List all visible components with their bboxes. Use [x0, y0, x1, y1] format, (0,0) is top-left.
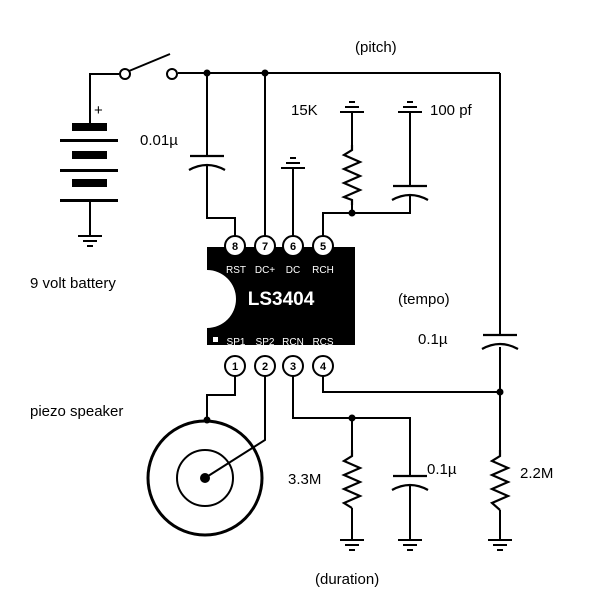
power-switch [119, 53, 178, 80]
pin-number: 4 [320, 361, 327, 373]
ground-icon [488, 539, 512, 551]
capacitor-tempo-label: 0.1µ [418, 331, 448, 348]
resistor-icon [341, 145, 363, 205]
pin-number: 2 [262, 361, 268, 373]
ground-icon [340, 539, 364, 551]
speaker-label: piezo speaker [30, 403, 123, 420]
pin-number: 3 [290, 361, 296, 373]
wires [89, 72, 501, 540]
capacitor-0.01u-label: 0.01µ [140, 132, 178, 149]
ground-icon [398, 101, 422, 113]
ground-symbols [78, 101, 512, 551]
resistor-15k-label: 15K [291, 102, 318, 119]
capacitor-duration-label: 0.1µ [427, 461, 457, 478]
capacitor-icon [188, 154, 226, 171]
pin-number: 5 [320, 241, 326, 253]
component-labels: (pitch) 15K 100 pf 0.01µ 9 volt battery … [30, 39, 553, 588]
pin-number: 7 [262, 241, 268, 253]
battery-plus-label: + [94, 102, 103, 119]
ground-icon [398, 539, 422, 551]
capacitor-100pf-label: 100 pf [430, 102, 473, 119]
ic-name: LS3404 [248, 289, 315, 310]
ground-icon [340, 101, 364, 113]
piezo-speaker-icon [146, 419, 264, 537]
pitch-label: (pitch) [355, 39, 397, 56]
capacitor-icon [481, 333, 519, 350]
ground-icon [281, 157, 305, 169]
pin-name: RCS [312, 337, 333, 348]
pin-name: DC+ [255, 265, 275, 276]
ic-ls3404: LS3404 8 7 6 5 RST DC+ DC RCH 1 2 3 4 SP… [207, 235, 355, 377]
battery-label: 9 volt battery [30, 275, 116, 292]
pin-name: RCH [312, 265, 334, 276]
pin-name: RST [226, 265, 246, 276]
junctions [203, 69, 504, 424]
resistor-icon [341, 450, 363, 509]
pin-name: RCN [282, 337, 304, 348]
pin-name: SP2 [256, 337, 275, 348]
bottom-pins: 1 2 3 4 SP1 SP2 RCN RCS [224, 337, 334, 377]
duration-label: (duration) [315, 571, 379, 588]
pin-number: 6 [290, 241, 296, 253]
capacitor-icon [391, 184, 429, 201]
capacitor-icon [391, 474, 429, 491]
battery-symbol: + [60, 102, 118, 202]
resistor-2.2m-label: 2.2M [520, 465, 553, 482]
pin-name: DC [286, 265, 300, 276]
pin-name: SP1 [227, 337, 246, 348]
resistor-3.3m-label: 3.3M [288, 471, 321, 488]
tempo-label: (tempo) [398, 291, 450, 308]
top-pins: 8 7 6 5 RST DC+ DC RCH [224, 235, 334, 276]
resistors [341, 145, 511, 511]
pin-number: 8 [232, 241, 238, 253]
pin-number: 1 [232, 361, 238, 373]
capacitors [188, 154, 519, 491]
ground-icon [78, 235, 102, 247]
resistor-icon [489, 450, 511, 511]
